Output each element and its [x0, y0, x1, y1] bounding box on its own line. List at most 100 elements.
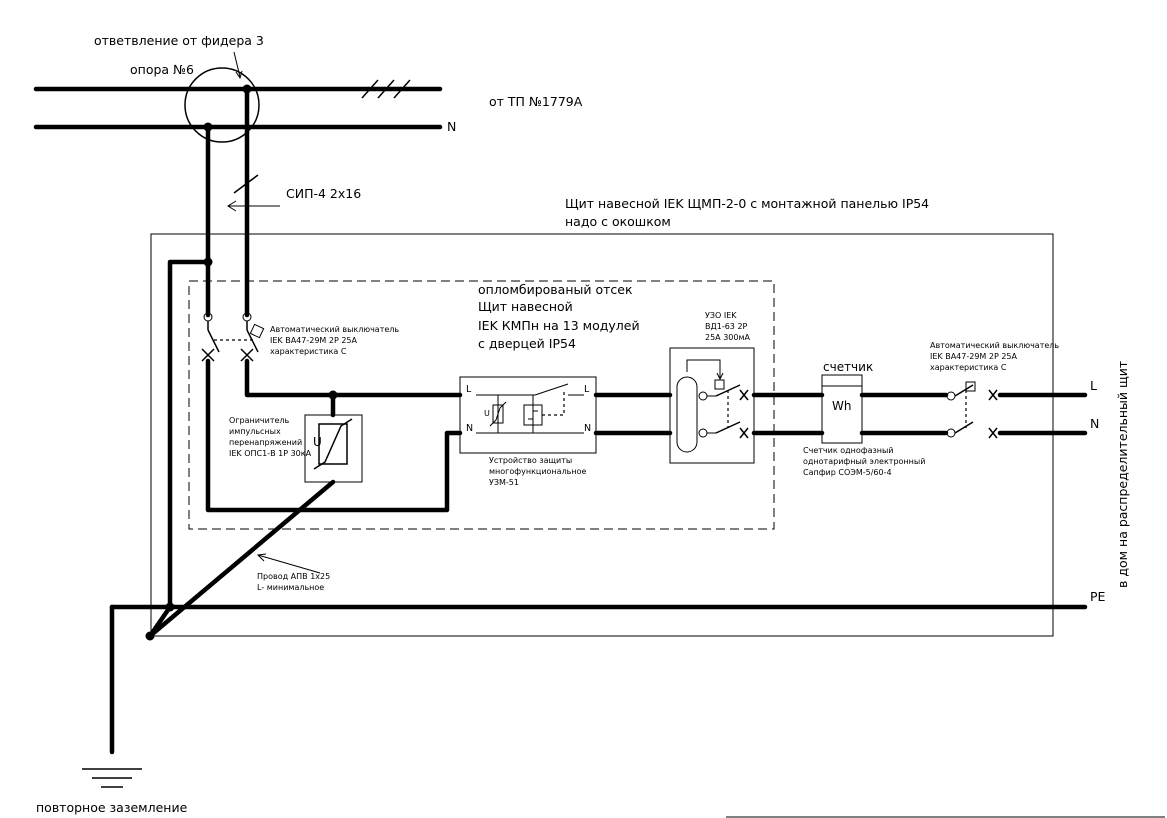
sealed-compartment-outline — [188, 280, 775, 530]
rcd-label-2: ВД1-63 2Р — [705, 322, 748, 331]
uzm-terminal-n-out: N — [584, 423, 591, 434]
rcd-sense-arrow — [716, 372, 724, 381]
input-breaker: Автоматический выключатель IEK ВА47-29М … — [201, 312, 399, 362]
branch-leader-arrow — [235, 70, 243, 80]
breaker-l-blade — [246, 329, 259, 353]
pen-wire — [167, 259, 211, 610]
pen-leader — [257, 554, 321, 574]
breaker-latch — [249, 323, 265, 339]
out-breaker-latch — [965, 381, 976, 392]
uzm-relay-link — [542, 390, 565, 416]
sealed-label-4: с дверцей IP54 — [478, 336, 576, 351]
neutral-bus — [205, 358, 463, 513]
surge-label-4: IEK ОПС1-В 1Р 30кА — [229, 449, 312, 458]
breaker-n-blade — [207, 329, 220, 353]
out-breaker-terminal-l — [946, 391, 956, 401]
surge-label-1: Ограничитель — [229, 416, 290, 425]
uzm-terminal-l-in: L — [466, 384, 472, 395]
branch-leader — [233, 51, 241, 78]
meter-label-2: однотарифный электронный — [803, 457, 925, 466]
uzm-terminal-l-out: L — [584, 384, 590, 395]
pe-link-wire — [147, 604, 173, 639]
out-breaker-contact-l — [988, 389, 998, 401]
grounding: Провод АПВ 1х25 L- минимальное — [109, 257, 1088, 755]
breaker-contact-n — [201, 348, 215, 362]
neutral-label: N — [447, 119, 456, 134]
uzm-label-2: многофункциональное — [489, 467, 587, 476]
rcd-label-1: УЗО IEK — [705, 311, 737, 320]
pen-tap-node — [203, 257, 213, 267]
breaker-contact-l — [240, 348, 254, 362]
meter-header: счетчик — [823, 360, 873, 374]
uzm-contact — [534, 383, 569, 396]
rcd-label-3: 25А 300мА — [705, 333, 751, 342]
drop-cable: СИП-4 2х16 — [203, 84, 361, 318]
cable-tick — [233, 174, 259, 194]
protection-device-box — [459, 376, 597, 454]
uzm-varistor-curve — [489, 401, 507, 427]
pen-label-2: L- минимальное — [257, 583, 324, 592]
sealed-label-1: опломбированый отсек — [478, 282, 633, 297]
rcd-terminal-n — [698, 428, 708, 438]
surge-label-2: импульсных — [229, 427, 281, 436]
out-breaker-contact-n — [988, 427, 998, 439]
pen-leader-arrow — [256, 553, 267, 562]
branch-label: ответвление от фидера 3 — [94, 33, 264, 48]
uzm-label-3: УЗМ-51 — [489, 478, 519, 487]
rcd-contact-l — [739, 389, 749, 401]
rcd-terminal-l — [698, 391, 708, 401]
destination-label: в дом на распределительный щит — [1115, 361, 1130, 588]
phase-bus — [244, 358, 463, 398]
surge-label-3: перенапряжений — [229, 438, 302, 447]
tap-node-neutral — [203, 122, 213, 132]
rcd-box — [669, 347, 755, 464]
pen-label-1: Провод АПВ 1х25 — [257, 572, 330, 581]
varistor-characteristic — [313, 418, 353, 470]
ground-symbol: повторное заземление — [36, 768, 188, 815]
source-label: от ТП №1779А — [489, 94, 583, 109]
meter-symbol: Wh — [832, 399, 851, 413]
protection-device: L N L N U Устройство защиты многофункцио… — [459, 376, 597, 487]
out-breaker-blade-n — [954, 421, 974, 434]
sealed-compartment: опломбированый отсек Щит навесной IEK КМ… — [188, 280, 775, 530]
three-phase-ticks — [361, 79, 411, 99]
uzm-terminal-n-in: N — [466, 423, 473, 434]
meter-label-1: Счетчик однофазный — [803, 446, 894, 455]
meter-label-3: Сапфир СОЭМ-5/60-4 — [803, 468, 892, 477]
uzm-varistor — [492, 404, 504, 424]
ground-node — [145, 631, 155, 641]
rcd: УЗО IEK ВД1-63 2Р 25А 300мА — [669, 311, 755, 464]
meter: Wh счетчик Счетчик однофазный однотарифн… — [803, 360, 925, 477]
input-breaker-label-1: Автоматический выключатель — [270, 325, 399, 334]
output-pe-label: PE — [1090, 589, 1106, 604]
overhead-line: ответвление от фидера 3 опора №6 от ТП №… — [33, 33, 583, 143]
rcd-toroid — [676, 376, 698, 453]
uzm-symbol: U — [484, 409, 490, 418]
surge-to-ground-wire — [147, 479, 336, 639]
uzm-relay-mark — [528, 410, 538, 420]
sealed-label-3: IEK КМПн на 13 модулей — [478, 318, 640, 333]
output-l-label: L — [1090, 378, 1097, 393]
output-breaker-label-2: IEK ВА47-29М 2Р 25А — [930, 352, 1017, 361]
surge-arrester: U Ограничитель импульсных перенапряжений… — [229, 414, 363, 483]
tap-node-phase — [242, 84, 252, 94]
input-breaker-label-2: IEK ВА47-29М 2Р 25А — [270, 336, 357, 345]
cable-leader-arrow — [227, 200, 237, 212]
sealed-label-2: Щит навесной — [478, 299, 573, 314]
rcd-sense-line — [686, 359, 721, 378]
output-breaker-label-1: Автоматический выключатель — [930, 341, 1059, 350]
ground-label: повторное заземление — [36, 800, 188, 815]
cable-label: СИП-4 2х16 — [286, 186, 361, 201]
out-breaker-blade-l — [954, 384, 974, 397]
main-wiring — [205, 358, 673, 513]
output-wiring — [751, 392, 1088, 436]
varistor-body — [318, 423, 348, 465]
rcd-contact-n — [739, 427, 749, 439]
output-breaker-label-3: характеристика С — [930, 363, 1007, 372]
output-breaker: Автоматический выключатель IEK ВА47-29М … — [930, 341, 1059, 439]
output-labels: L N PE в дом на распределительный щит — [1090, 361, 1130, 604]
pole-circle — [184, 67, 260, 143]
uzm-label-1: Устройство защиты — [489, 456, 572, 465]
enclosure-title: Щит навесной IEK ЩМП-2-0 с монтажной пан… — [565, 196, 929, 211]
